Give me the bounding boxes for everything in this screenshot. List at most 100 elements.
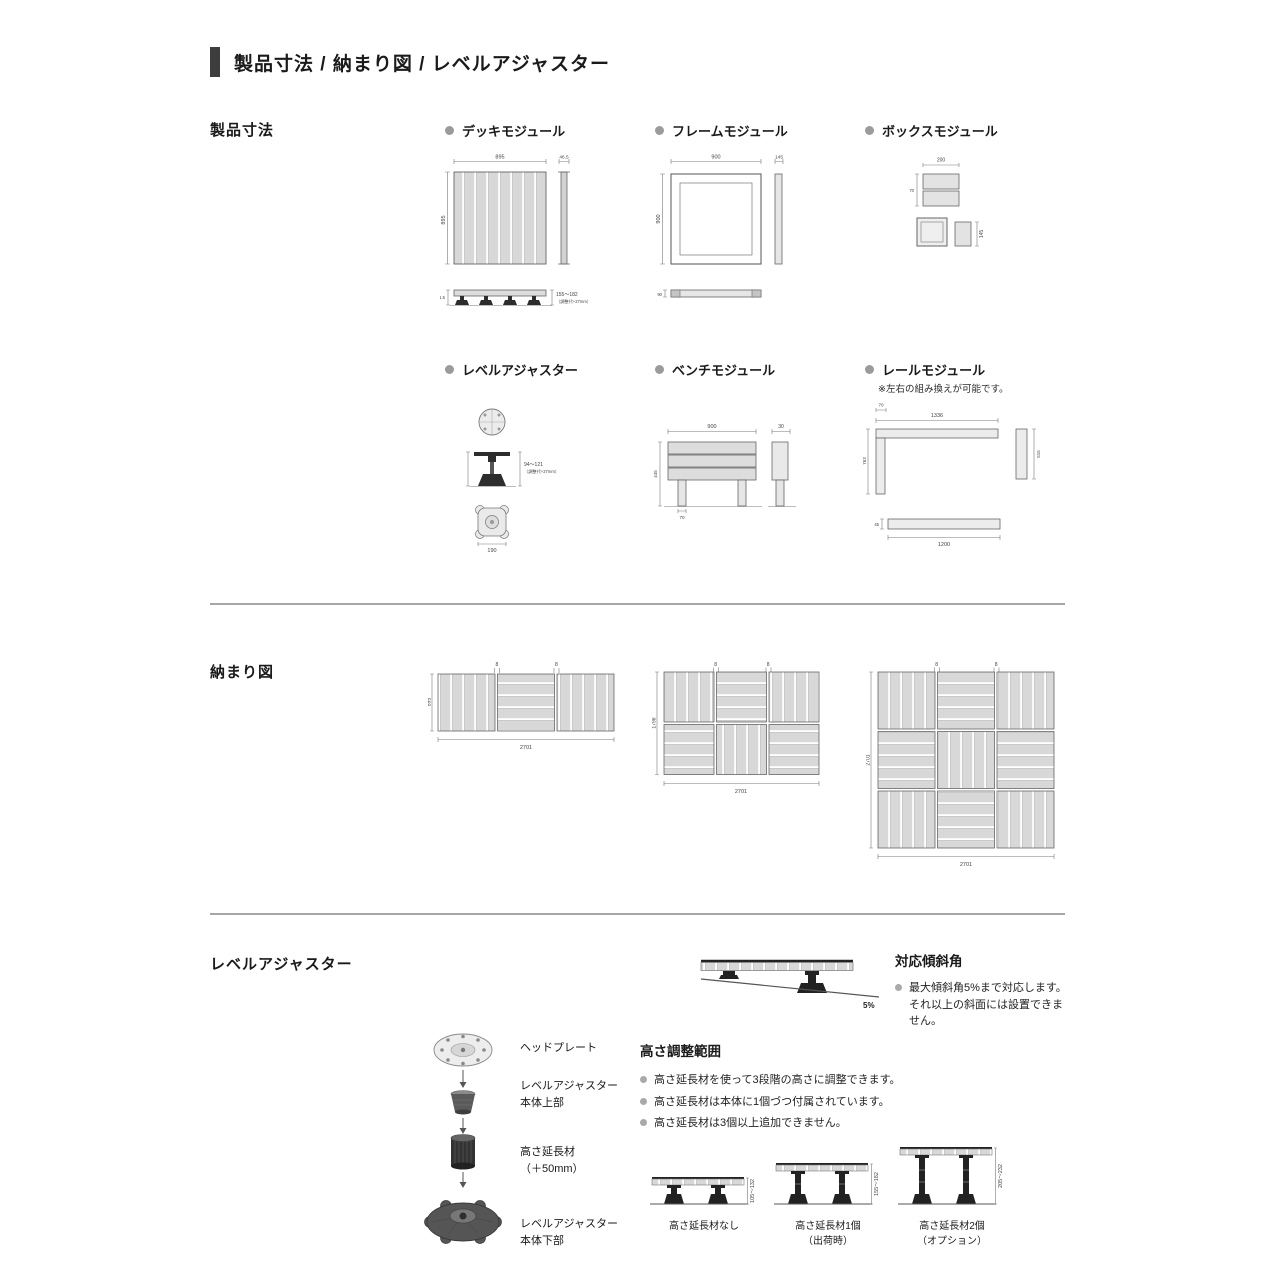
example-caption: 高さ延長材なし [669,1221,739,1232]
dim-frame-width: 900 [711,155,720,161]
frame-module-svg: 900 145 900 90 [656,155,783,298]
arrow-down-icon [459,1172,467,1188]
dim-layout-width: 2701 [520,745,532,751]
list-bullet-icon [640,1119,647,1126]
rail-module-drawing: 70 1336 763 515 45 1200 [862,393,1077,573]
height-example-one: 155〜182 高さ延長材1個 （出荷時） [772,1128,884,1249]
dim-rail-height: 763 [862,457,867,465]
dim-gap: 8 [555,662,558,668]
module-label: レールモジュール [882,363,986,378]
dim-adjuster-range-note: （調整代+27mm） [524,468,559,475]
dim-deck-profile-height: 155〜182 [556,292,578,298]
adjuster-drawing: 94〜121 （調整代+27mm） 190 [440,396,590,574]
module-label: ベンチモジュール [672,363,776,378]
example-adjusters [788,1171,852,1204]
dim-layout-height: 895 [428,698,433,707]
part-label-body-lower: レベルアジャスター 本体下部 [520,1218,619,1247]
module-bullet-icon [655,126,664,135]
module-label: フレームモジュール [672,124,788,139]
dim-example-height: 105〜132 [750,1179,756,1203]
base-plate [424,1200,502,1244]
bullet-text: 高さ延長材は3個以上追加できません。 [654,1117,847,1129]
module-bullet-icon [865,365,874,374]
dim-frame-side: 145 [775,155,783,161]
box-module-drawing: 200 70 145 [865,150,1015,328]
bench-module-svg: 900 30 445 70 [653,424,796,520]
module-bullet-icon [445,126,454,135]
list-bullet-icon [895,984,902,991]
deck-feet [455,296,541,305]
dim-gap: 8 [714,662,717,668]
dim-deck-edge: 46.5 [559,155,569,161]
dim-example-height: 205〜232 [998,1164,1004,1188]
adjuster-svg: 94〜121 （調整代+27mm） 190 [466,408,559,554]
dim-box-top: 200 [937,158,946,164]
dim-deck-profile-note: （調整代+27mm） [556,298,590,305]
part-label-head-plate: ヘッドプレート [520,1042,597,1054]
module-bullet-icon [865,126,874,135]
dim-rail-side: 515 [1036,450,1041,458]
slope-percent-label: 5% [863,1001,875,1010]
rail-note: ※左右の組み換えが可能です。 [878,384,1009,395]
section-heading-layouts: 納まり図 [210,664,275,681]
dim-bench-leg: 70 [679,515,685,520]
height-range-bullet: 高さ延長材を使って3段階の高さに調整できます。 [640,1072,980,1089]
dim-gap: 8 [496,662,499,668]
rail-module-svg: 70 1336 763 515 45 1200 [862,403,1041,549]
height-range-bullet: 高さ延長材は本体に1個づつ付属されています。 [640,1094,980,1111]
layout-3x3-svg: 8 8 2701 2701 [866,662,1055,868]
example-caption: 高さ延長材2個 [919,1221,985,1232]
dim-bench-width: 900 [707,424,716,430]
module-bullet-icon [445,365,454,374]
dim-frame-bottom: 90 [657,292,662,297]
example-adjusters [912,1155,976,1204]
height-range-block: 高さ調整範囲 高さ延長材を使って3段階の高さに調整できます。 高さ延長材は本体に… [640,1040,980,1137]
module-header-frame: フレームモジュール [655,121,788,140]
dim-frame-height: 900 [656,214,662,223]
layout-diagram-3x1: 8 8 895 2701 [428,660,628,752]
layout-3x2-svg: 8 8 1798 2701 [652,662,820,795]
exploded-svg [424,1033,502,1244]
dim-deck-height: 895 [441,215,447,224]
module-header-box: ボックスモジュール [865,121,998,140]
box-module-svg: 200 70 145 [909,158,985,247]
example-caption-sub: （オプション） [917,1235,987,1247]
dim-rail-small: 45 [874,522,879,527]
deck-module-svg: 895 46.5 895 71.5 155〜182 （調整代+27mm） [440,155,590,306]
dim-bench-height: 445 [653,470,658,478]
page-title: 製品寸法 / 納まり図 / レベルアジャスター [234,53,610,75]
head-plate-holes [440,1034,486,1066]
base-plate-top-view [475,505,509,539]
slope-svg: 5% [700,959,880,1010]
section-divider [210,603,1065,605]
module-header-adjuster: レベルアジャスター [445,360,578,379]
module-label: ボックスモジュール [882,124,998,139]
arrow-down-icon [459,1118,467,1134]
height-example-svg: 155〜182 [774,1163,880,1205]
dim-rail-bottom: 1200 [938,542,950,548]
dim-gap: 8 [767,662,770,668]
part-label-body-upper: レベルアジャスター 本体上部 [520,1080,619,1109]
arrow-down-icon [459,1070,467,1088]
title-accent-bar [210,47,220,77]
section-divider [210,913,1065,915]
layout-diagram-3x2: 8 8 1798 2701 [652,660,832,796]
slope-diagram: 5% [693,948,888,1036]
slope-bullet-text: 最大傾斜角5%まで対応します。それ以上の斜面には設置できません。 [909,982,1067,1027]
frame-module-drawing: 900 145 900 90 [655,150,805,328]
slope-text-block: 対応傾斜角 最大傾斜角5%まで対応します。それ以上の斜面には設置できません。 [895,950,1067,1035]
layout-diagram-3x3: 8 8 2701 2701 [866,660,1066,872]
dim-layout-height: 1798 [652,717,658,728]
module-header-rail: レールモジュール [865,360,985,379]
section-heading-adjuster: レベルアジャスター [210,956,353,973]
dim-box-side: 145 [979,230,985,239]
dim-deck-profile-left: 71.5 [440,295,446,300]
dim-layout-width: 2701 [960,862,972,868]
module-bullet-icon [655,365,664,374]
dim-gap: 8 [935,662,938,668]
layout-3x1-svg: 8 8 895 2701 [428,662,615,751]
module-label: デッキモジュール [462,124,566,139]
dim-bench-depth: 30 [778,424,784,430]
example-caption-sub: （出荷時） [803,1235,853,1247]
